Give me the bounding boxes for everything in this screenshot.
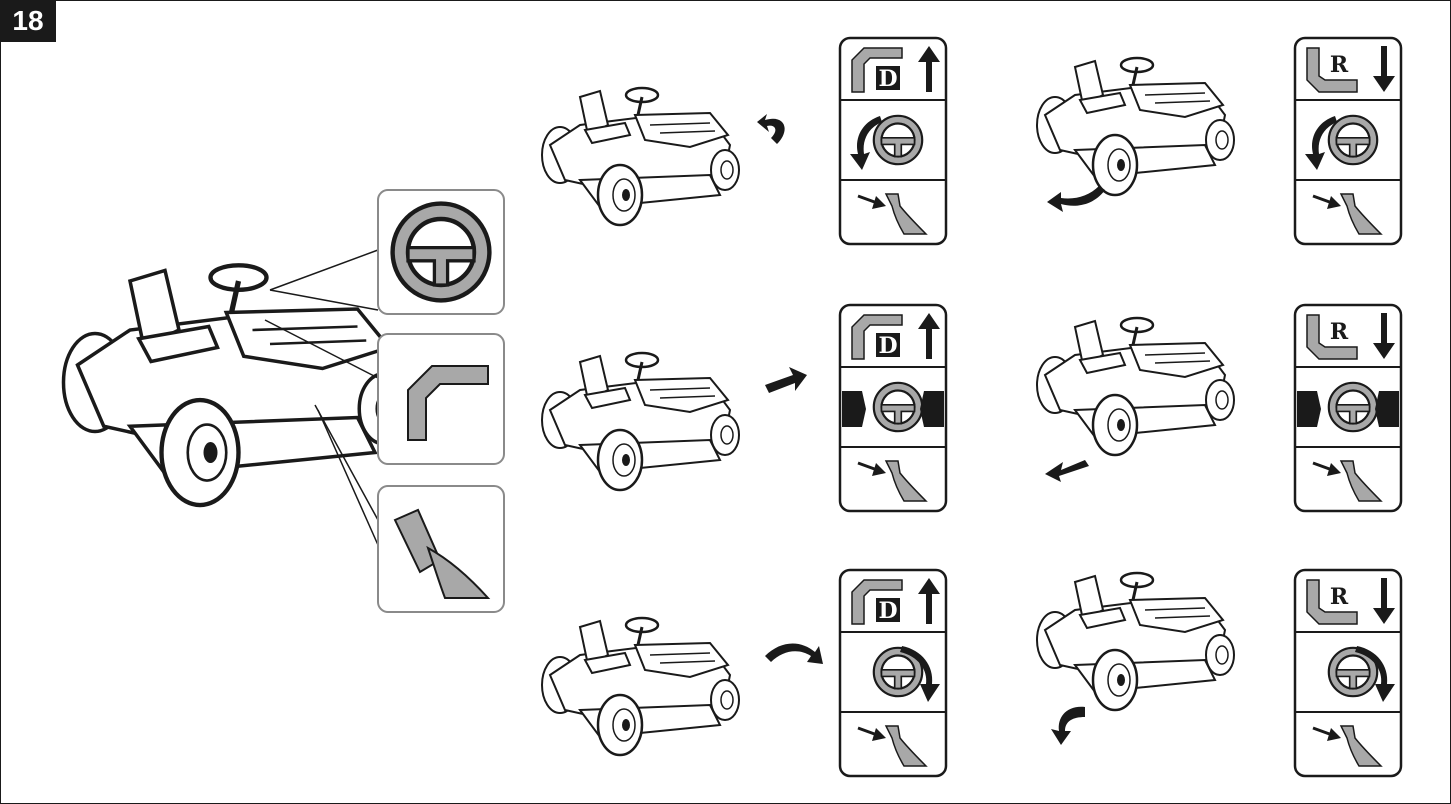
motion-arrow-icon	[765, 643, 823, 664]
maneuver-panel-4: R	[1037, 38, 1401, 244]
motion-arrow-icon	[765, 367, 807, 393]
maneuver-panel-2: D	[542, 305, 946, 511]
legend-forward-pedal	[378, 334, 504, 464]
right-hand-icon	[920, 391, 944, 427]
steering-wheel-icon	[393, 204, 490, 301]
steering-wheel-icon	[1329, 116, 1377, 164]
motion-arrow-icon	[1047, 186, 1105, 212]
gear-letter: D	[878, 333, 897, 359]
control-card: D	[840, 305, 946, 511]
forward-pedal-icon: D	[852, 580, 902, 624]
gear-letter: R	[1330, 584, 1349, 610]
maneuver-panel-5: R	[1037, 305, 1401, 511]
motion-arrow-icon	[1051, 707, 1085, 745]
maneuver-panel-1: D	[542, 38, 946, 244]
control-card: R	[1295, 38, 1401, 244]
main-tractor-illustration	[64, 265, 409, 505]
motion-arrow-icon	[1045, 460, 1089, 482]
legend-steering-wheel	[378, 190, 504, 314]
steering-wheel-icon	[874, 116, 922, 164]
forward-pedal-icon: D	[852, 315, 902, 359]
steering-wheel-icon	[874, 383, 922, 431]
gear-letter: D	[878, 66, 897, 92]
tractor-illustration	[542, 353, 739, 490]
legend-brake-pedal	[378, 486, 504, 612]
control-card: R	[1295, 570, 1401, 776]
gear-letter: R	[1330, 52, 1349, 78]
right-hand-icon	[1375, 391, 1399, 427]
motion-arrow-icon	[757, 114, 785, 144]
gear-letter: R	[1330, 319, 1349, 345]
tractor-illustration	[1037, 573, 1234, 710]
control-card: R	[1295, 305, 1401, 511]
tractor-illustration	[1037, 318, 1234, 455]
gear-letter: D	[878, 598, 897, 624]
panels-layer: D D D R R R	[542, 38, 1401, 776]
forward-pedal-icon: D	[852, 48, 902, 92]
steering-wheel-icon	[1329, 383, 1377, 431]
maneuver-panel-3: D	[542, 570, 946, 776]
tractor-illustration	[542, 618, 739, 755]
left-hand-icon	[1297, 391, 1321, 427]
tractor-illustration	[542, 88, 739, 225]
control-card: D	[840, 570, 946, 776]
tractor-illustration	[1037, 58, 1234, 195]
left-hand-icon	[842, 391, 866, 427]
control-card: D	[840, 38, 946, 244]
maneuver-panel-6: R	[1037, 570, 1401, 776]
